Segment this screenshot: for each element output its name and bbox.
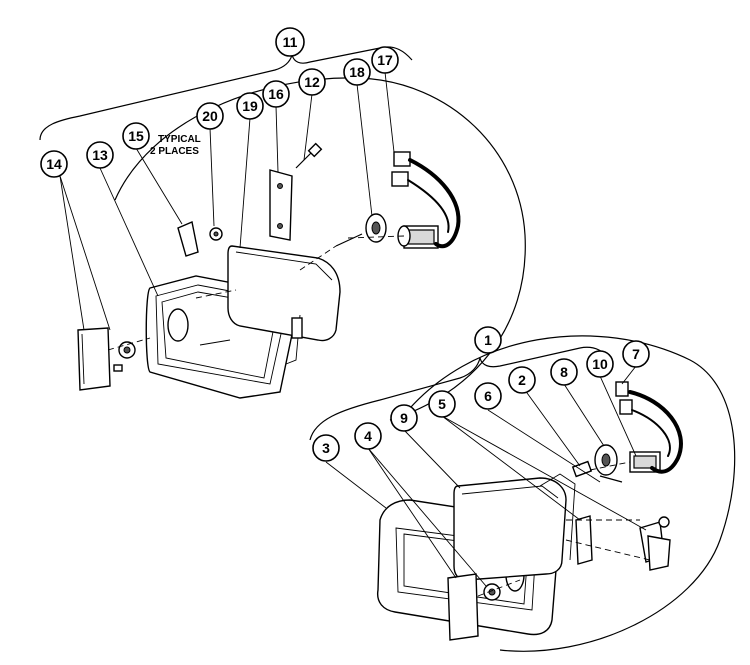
upper-assembly (39, 46, 526, 421)
svg-text:18: 18 (349, 64, 365, 80)
svg-text:8: 8 (560, 364, 568, 380)
note-line-2: 2 PLACES (150, 146, 199, 157)
svg-text:16: 16 (268, 86, 284, 102)
callout-11: 11 (275, 27, 305, 57)
svg-text:2: 2 (518, 372, 526, 388)
callout-17: 17 (371, 46, 399, 74)
svg-text:11: 11 (283, 34, 298, 50)
callout-1: 1 (474, 326, 502, 354)
svg-text:20: 20 (202, 108, 218, 124)
callout-13: 13 (86, 141, 114, 169)
callout-9: 9 (390, 404, 418, 432)
svg-text:1: 1 (484, 332, 492, 348)
callout-5: 5 (428, 390, 456, 418)
svg-text:13: 13 (92, 147, 108, 163)
lower-screw-part (571, 460, 623, 483)
reflector-part (77, 327, 111, 391)
lower-reflector-part (447, 573, 479, 641)
callout-6: 6 (474, 382, 502, 410)
svg-text:12: 12 (304, 74, 320, 90)
svg-text:5: 5 (438, 396, 446, 412)
lower-assembly (309, 335, 736, 652)
lower-headlight-housing-part (453, 473, 576, 581)
callout-2: 2 (508, 366, 536, 394)
assembly-line (107, 337, 151, 351)
lower-detail-circle (399, 335, 736, 652)
upper-connector-part (397, 225, 439, 249)
screw-part (295, 142, 323, 169)
callout-15: 15 (122, 122, 150, 150)
assembly-line (477, 579, 521, 597)
note-line-1: TYPICAL (158, 134, 201, 145)
upper-wire-harness (391, 151, 461, 249)
small-bulb-socket-part (113, 341, 136, 372)
leader-lines (59, 71, 647, 587)
svg-text:10: 10 (592, 356, 608, 372)
callout-7: 7 (622, 340, 650, 368)
callout-19: 19 (236, 92, 264, 120)
callout-10: 10 (586, 350, 614, 378)
svg-text:6: 6 (484, 388, 492, 404)
svg-text:15: 15 (128, 128, 144, 144)
bracket-plate-part (269, 169, 293, 241)
callout-4: 4 (354, 422, 382, 450)
lower-bulb-part (594, 444, 618, 476)
callout-3: 3 (312, 434, 340, 462)
svg-text:7: 7 (632, 346, 640, 362)
lower-bracket-part (575, 515, 671, 571)
svg-text:4: 4 (364, 428, 372, 444)
lower-small-socket-part (483, 583, 501, 601)
callout-8: 8 (550, 358, 578, 386)
svg-text:19: 19 (242, 98, 258, 114)
mounting-clip-part (177, 221, 199, 257)
lower-wire-harness (615, 381, 683, 474)
headlight-housing-part (227, 245, 341, 365)
nut-part (209, 227, 223, 241)
callout-16: 16 (262, 80, 290, 108)
assembly-line (589, 461, 631, 471)
svg-text:14: 14 (46, 156, 62, 172)
callout-12: 12 (298, 68, 326, 96)
halogen-bulb-part (335, 213, 387, 247)
assembly-line (299, 245, 337, 271)
svg-text:3: 3 (322, 440, 330, 456)
assembly-line (195, 289, 237, 299)
callout-18: 18 (343, 58, 371, 86)
svg-text:9: 9 (400, 410, 408, 426)
svg-text:17: 17 (377, 52, 393, 68)
assembly-line (565, 539, 651, 561)
callout-14: 14 (40, 150, 68, 178)
lower-nut-part (658, 516, 670, 528)
callout-20: 20 (196, 102, 224, 130)
